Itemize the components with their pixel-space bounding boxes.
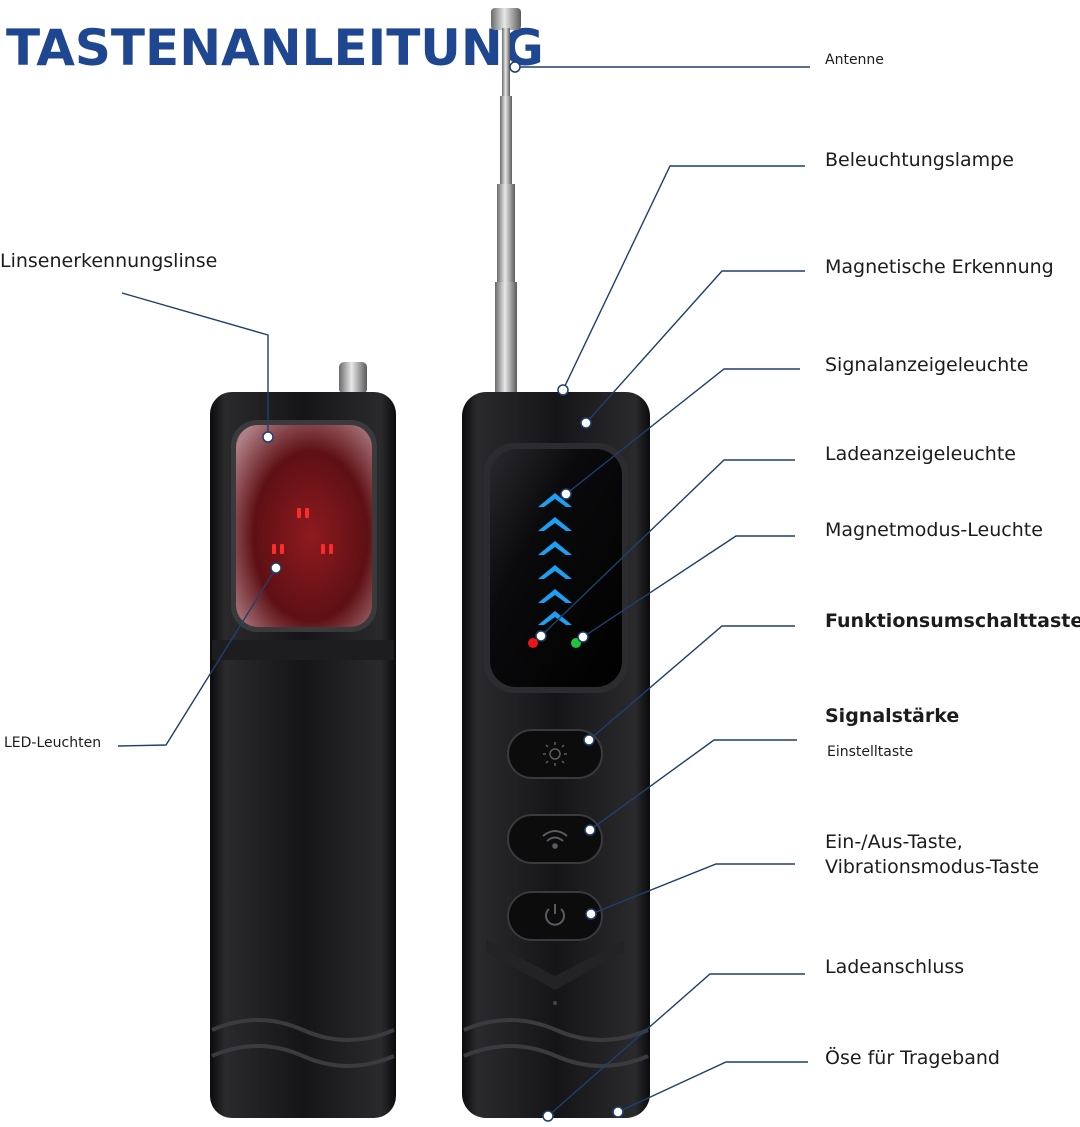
label-ladeanschluss: Ladeanschluss (825, 956, 965, 978)
label-signalanzeigeleuchte: Signalanzeigeleuchte (825, 354, 1029, 376)
leader-ladeanzeigeleuchte (540, 459, 795, 637)
callout-dot (535, 630, 547, 642)
callout-dot (542, 1110, 554, 1122)
led (280, 544, 284, 554)
grip-wave (463, 1044, 649, 1068)
callout-dot (577, 631, 589, 643)
antenna-segment (502, 28, 510, 98)
antenna-tip-back (339, 362, 367, 394)
antenna-segment (495, 282, 517, 394)
led (272, 544, 276, 554)
device-front (462, 8, 650, 1118)
leader-led-leuchten (117, 567, 277, 747)
led (297, 508, 301, 518)
led (321, 544, 325, 554)
signal-bar (538, 589, 572, 603)
callout-dot (612, 1106, 624, 1118)
label-magnetische-erkennung: Magnetische Erkennung (825, 256, 1054, 278)
leader-ladeanschluss (547, 973, 805, 1117)
grip-wave (211, 1018, 395, 1042)
label-signalstaerke: Signalstärke (825, 705, 960, 727)
lens-window (236, 425, 372, 627)
signal-bar (538, 541, 572, 555)
signal-bar (538, 611, 572, 625)
label-magnetmodus-leuchte: Magnetmodus-Leuchte (825, 519, 1043, 541)
leader-lines (117, 66, 810, 1117)
antenna-tip (491, 8, 521, 30)
label-beleuchtungslampe: Beleuchtungslampe (825, 149, 1014, 171)
callout-dot (580, 417, 592, 429)
callout-dot (560, 488, 572, 500)
leader-magnetmodus-leuchte (582, 535, 795, 638)
callout-dot (509, 61, 521, 73)
leader-beleuchtungslampe (562, 165, 805, 391)
sun-icon (543, 742, 567, 766)
grip-wave (463, 1018, 649, 1042)
charging-port (553, 1001, 557, 1005)
antenna-segment (497, 184, 515, 284)
label-funktionsumschalttaste: Funktionsumschalttaste (825, 610, 1080, 632)
callout-dot (262, 431, 274, 443)
leader-linsenerkennungslinse (121, 292, 269, 437)
signal-bar (538, 493, 572, 507)
label-oese: Öse für Trageband (825, 1047, 1000, 1069)
label-antenne: Antenne (825, 52, 884, 68)
callout-dots (262, 61, 624, 1122)
wifi-icon (542, 830, 568, 849)
body-chevron (486, 940, 624, 990)
power-button[interactable] (507, 891, 603, 941)
device-back (210, 362, 396, 1118)
label-linsenerkennungslinse: Linsenerkennungslinse (0, 250, 218, 272)
led (305, 508, 309, 518)
led-cluster (272, 508, 333, 554)
led (329, 544, 333, 554)
page-title: TASTENANLEITUNG (6, 19, 544, 77)
leader-magnetische-erkennung (585, 270, 805, 424)
leader-signalanzeigeleuchte (565, 368, 800, 495)
charging-indicator-led (528, 638, 538, 648)
signal-bars (538, 493, 572, 625)
label-led-leuchten: LED-Leuchten (4, 735, 102, 751)
leader-oese (617, 1061, 808, 1113)
leader-ein-aus-taste (590, 863, 795, 915)
callout-dot (270, 562, 282, 574)
signal-bar (538, 517, 572, 531)
leader-signalstaerke (589, 739, 797, 831)
signal-strength-button[interactable] (507, 814, 603, 864)
callout-dot (584, 824, 596, 836)
power-icon (545, 904, 565, 926)
light-button[interactable] (507, 729, 603, 779)
antenna-segment (500, 96, 512, 186)
label-einstelltaste: Einstelltaste (827, 744, 914, 760)
label-ein-aus-taste: Ein-/Aus-Taste, (825, 831, 963, 853)
label-vibrationsmodus-taste: Vibrationsmodus-Taste (825, 856, 1040, 878)
callout-dot (585, 908, 597, 920)
callout-dot (557, 384, 569, 396)
leader-funktionsumschalttaste (588, 625, 795, 741)
label-ladeanzeigeleuchte: Ladeanzeigeleuchte (825, 443, 1016, 465)
device-back-seam (212, 640, 394, 660)
signal-bar (538, 565, 572, 579)
grip-wave (211, 1044, 395, 1068)
callout-dot (583, 734, 595, 746)
